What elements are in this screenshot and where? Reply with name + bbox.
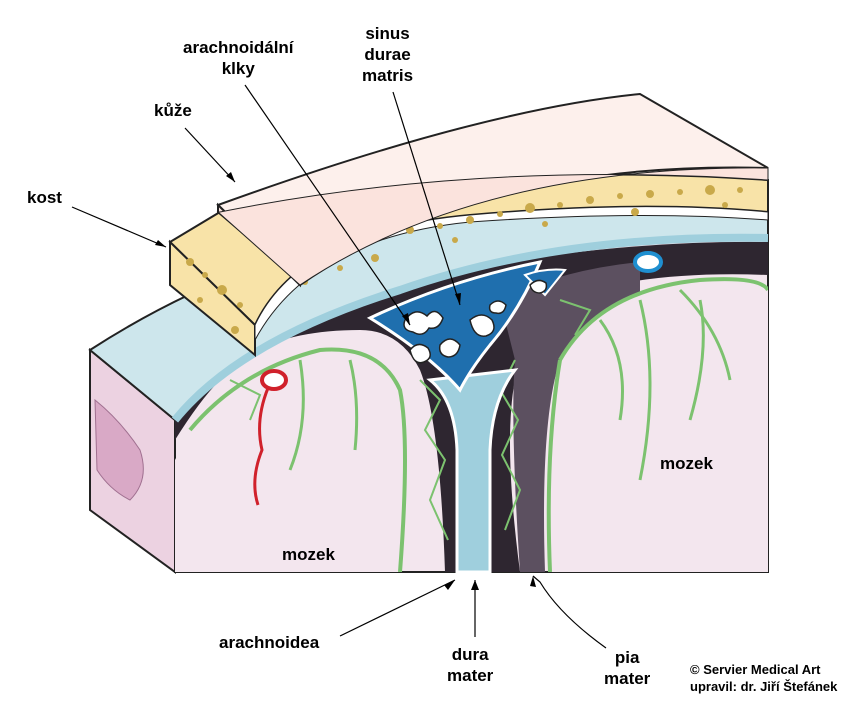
image-credit: © Servier Medical Art upravil: dr. Jiří … xyxy=(690,662,838,694)
label-dura-mater: dura mater xyxy=(447,645,494,685)
artery-cross-section xyxy=(260,369,288,391)
label-sinus-durae-matris: sinus durae matris xyxy=(362,24,414,85)
bone-pores xyxy=(186,185,743,334)
label-bone: kost xyxy=(27,188,62,207)
leader-arrowheads xyxy=(155,172,536,590)
brain-side-gyrus xyxy=(94,398,144,501)
label-brain-left: mozek xyxy=(282,545,335,564)
label-skin: kůže xyxy=(154,101,192,120)
falx-cerebri xyxy=(426,368,519,574)
artery-branch xyxy=(253,387,270,506)
arachnoid-villi xyxy=(403,279,548,364)
leader-lines xyxy=(71,84,607,649)
label-arachnoidea: arachnoidea xyxy=(219,633,320,652)
vein-cross-section xyxy=(633,251,663,273)
sinus-durae-matris xyxy=(366,259,543,393)
label-pia-mater: pia mater xyxy=(604,648,651,688)
label-arachnoid-villi: arachnoidální klky xyxy=(183,38,294,78)
label-brain-right: mozek xyxy=(660,454,713,473)
